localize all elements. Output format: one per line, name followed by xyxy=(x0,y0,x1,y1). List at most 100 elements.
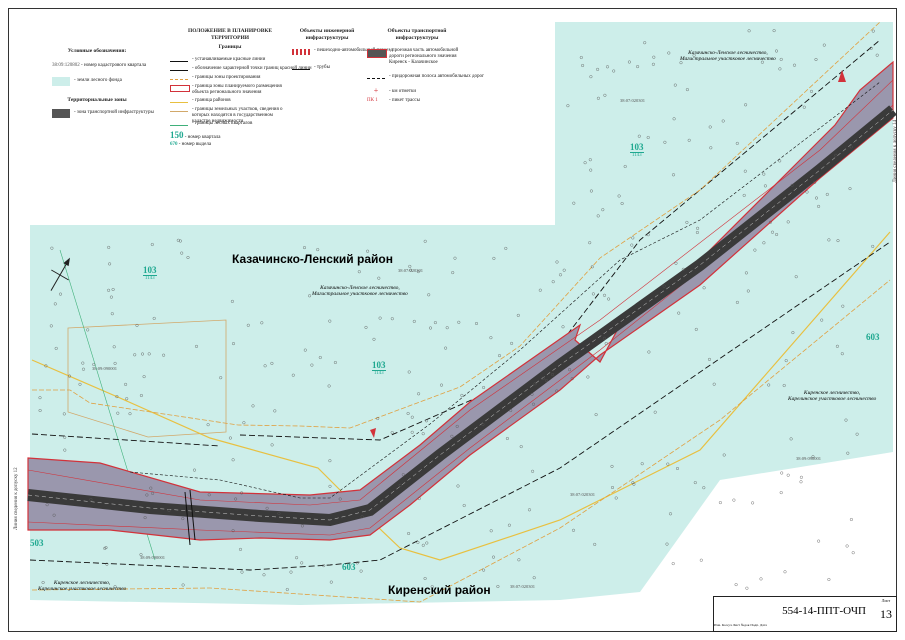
tree-symbol xyxy=(673,83,677,87)
tree-symbol xyxy=(751,501,755,505)
tree-symbol xyxy=(591,292,595,296)
tree-symbol xyxy=(699,558,703,562)
tree-symbol xyxy=(181,517,185,521)
tree-symbol xyxy=(285,588,289,592)
tree-symbol xyxy=(531,469,535,473)
tree-symbol xyxy=(440,383,444,387)
cadastral-c5: 38:09:090001 xyxy=(140,555,166,560)
tree-symbol xyxy=(746,289,750,293)
tree-symbol xyxy=(745,586,749,590)
legend-crossing: - пешеходно-автомобильный переезд xyxy=(292,48,393,57)
tree-symbol xyxy=(489,336,493,340)
quarter-603-bottom: 603 xyxy=(342,562,356,572)
district-kazachinsko: Казачинско-Ленский район xyxy=(232,252,393,266)
tree-symbol xyxy=(620,201,624,205)
tree-symbol xyxy=(718,501,722,505)
tree-symbol xyxy=(627,60,631,64)
tree-symbol xyxy=(561,325,565,329)
tree-symbol xyxy=(747,29,751,33)
tree-symbol xyxy=(53,302,57,306)
sign-row: Изм. Кол.уч Лист №док Подп. Дата xyxy=(714,623,767,627)
pipes-text: - трубы xyxy=(314,64,330,70)
tree-symbol xyxy=(390,431,394,435)
tree-symbol xyxy=(517,558,521,562)
tree-symbol xyxy=(643,41,647,45)
tree-symbol xyxy=(81,367,85,371)
tree-symbol xyxy=(607,297,611,301)
tree-symbol xyxy=(786,220,790,224)
tree-symbol xyxy=(652,55,656,59)
legend-placement-zone: - граница зоны планируемого размещения о… xyxy=(170,84,290,98)
tree-symbol xyxy=(59,292,63,296)
tree-symbol xyxy=(328,484,332,488)
red-lines-text: - устанавливаемые красные линии xyxy=(192,56,266,62)
tree-symbol xyxy=(651,62,655,66)
cadastral-c1: 38:07:020301 xyxy=(620,98,646,103)
tree-symbol xyxy=(338,497,342,501)
tree-symbol xyxy=(455,424,459,428)
dashed-line-lower-outer xyxy=(29,241,891,571)
tree-symbol xyxy=(647,350,651,354)
tree-symbol xyxy=(231,458,235,462)
tree-symbol xyxy=(596,214,600,218)
tree-symbol xyxy=(105,562,109,566)
tree-symbol xyxy=(482,386,486,390)
tree-symbol xyxy=(672,117,676,121)
tree-symbol xyxy=(327,384,331,388)
tree-symbol xyxy=(614,496,618,500)
tree-symbol xyxy=(671,562,675,566)
tree-symbol xyxy=(63,435,67,439)
tree-symbol xyxy=(646,135,650,139)
tree-symbol xyxy=(695,230,699,234)
quarter-103-mid-sub: 1143 xyxy=(373,371,384,376)
tree-symbol xyxy=(416,270,420,274)
tree-symbol xyxy=(568,368,572,372)
red-marker-right xyxy=(838,70,846,82)
district-kirensky: Киренский район xyxy=(388,583,491,597)
tree-symbol xyxy=(377,276,381,280)
quarter-number-text: - номер квартала xyxy=(184,134,221,140)
tree-symbol xyxy=(677,311,681,315)
cadastral-c2: 38:07:020301 xyxy=(398,268,424,273)
tree-symbol xyxy=(329,580,333,584)
tree-symbol xyxy=(603,93,607,97)
legend-transport-zone: - зона транспортной инфраструктуры xyxy=(52,108,154,119)
tree-symbol xyxy=(489,529,493,533)
tree-symbol xyxy=(636,65,640,69)
tree-symbol xyxy=(817,204,821,208)
crossing-text: - пешеходно-автомобильный переезд xyxy=(314,47,393,53)
tree-symbol xyxy=(590,265,594,269)
tree-symbol xyxy=(617,194,621,198)
tree-symbol xyxy=(871,244,875,248)
tree-symbol xyxy=(178,239,182,243)
tree-symbol xyxy=(145,493,149,497)
tree-symbol xyxy=(742,193,746,197)
tree-symbol xyxy=(359,569,363,573)
forestry-label-right: Киренское лесничество, Карелинское участ… xyxy=(788,390,877,402)
sheet-number: 13 xyxy=(880,607,892,621)
tree-symbol xyxy=(433,321,437,325)
tree-symbol xyxy=(779,491,783,495)
tree-symbol xyxy=(820,318,824,322)
tree-symbol xyxy=(180,251,184,255)
cadastral-c4: 38:09:090001 xyxy=(796,456,822,461)
tree-symbol xyxy=(760,60,764,64)
tree-symbol xyxy=(410,430,414,434)
tree-symbol xyxy=(693,481,697,485)
forest-swatch xyxy=(52,76,70,86)
tree-symbol xyxy=(63,448,67,452)
tree-symbol xyxy=(570,377,574,381)
tree-symbol xyxy=(685,88,689,92)
cadastral-code-text: - номер кадастрового квартала xyxy=(81,62,147,68)
tree-symbol xyxy=(631,481,635,485)
tree-symbol xyxy=(759,577,763,581)
tree-symbol xyxy=(78,382,82,386)
tree-symbol xyxy=(848,187,852,191)
tree-symbol xyxy=(445,326,449,330)
north-arrow-icon xyxy=(50,257,70,291)
tree-symbol xyxy=(112,345,116,349)
tree-symbol xyxy=(708,125,712,129)
tree-symbol xyxy=(89,498,93,502)
tree-symbol xyxy=(813,180,817,184)
tree-symbol xyxy=(152,316,156,320)
